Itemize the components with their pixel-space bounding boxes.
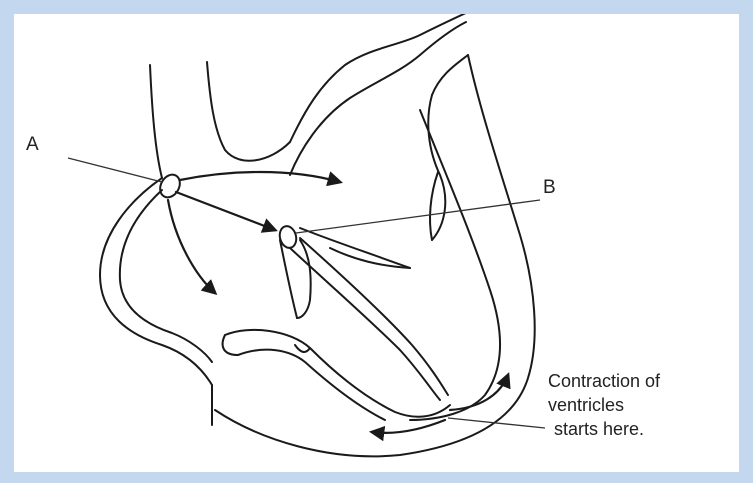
arrow-to-right-atrium [168,200,215,293]
sa-node [156,171,184,201]
caption-line-2: ventricles [548,393,723,417]
vena-cava-left-wall [150,65,162,178]
label-b: B [543,178,556,197]
caption-pointer [448,418,545,428]
caption-line-1: Contraction of [548,369,723,393]
arrow-to-av-node [176,192,275,230]
bundle-branch-outer [290,248,440,400]
label-a-pointer [68,158,162,182]
left-atrium-top-inner [330,248,410,268]
aorta-inner [290,22,466,175]
septum-right [297,240,311,318]
arrow-ventricle-left [372,420,445,433]
right-atrium-outer-wall [100,178,212,385]
heart-inner-wall [410,110,500,420]
lower-wall-closure [223,335,238,355]
arrow-ventricle-up [450,375,508,410]
left-atrium-top [300,228,410,268]
label-a: A [26,135,39,154]
label-b-pointer [296,200,540,233]
caption: Contraction of ventricles starts here. [548,369,723,441]
pulmonary-top [432,55,468,95]
lower-ventricle-outer [225,330,450,417]
vena-cava-right-wall [207,62,290,161]
right-atrium-inner-wall [120,190,212,362]
bundle-branch-inner [300,238,448,395]
lower-ventricle-inner [238,350,385,420]
caption-line-3: starts here. [548,417,723,441]
pulmonary-vessel-inner [430,172,438,240]
arrow-to-left-atrium [180,172,340,182]
